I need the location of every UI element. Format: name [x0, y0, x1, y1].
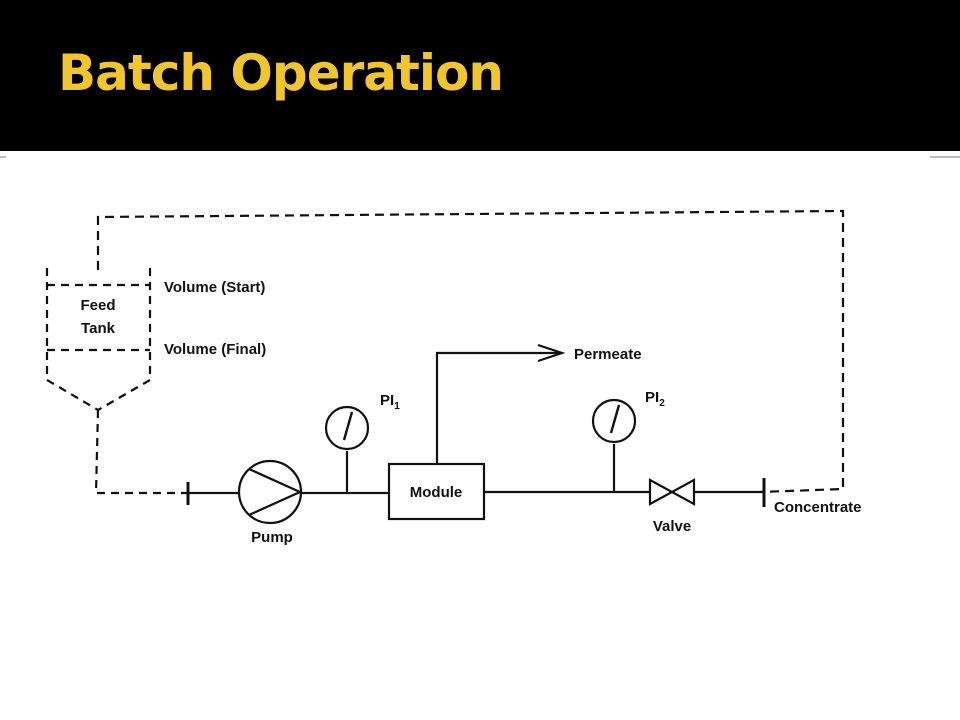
- feed-tank-label: Feed: [80, 297, 115, 314]
- pi2-label: PI2: [645, 389, 665, 409]
- volume-start-label: Volume (Start): [164, 279, 265, 296]
- arrow-icon: [537, 343, 566, 363]
- volume-final-label: Volume (Final): [164, 341, 266, 358]
- valve-icon: [648, 478, 696, 506]
- divider-right: [930, 156, 960, 158]
- pump-icon: [237, 459, 303, 525]
- recycle-line: [96, 209, 845, 494]
- pi1-label: PI1: [380, 392, 400, 412]
- concentrate-label: Concentrate: [774, 499, 862, 516]
- permeate-line: [435, 351, 562, 464]
- feed-tank-label: Tank: [81, 320, 116, 337]
- pump-label: Pump: [251, 529, 293, 546]
- title-bar: Batch Operation: [0, 0, 960, 151]
- pressure-gauge-icon: [324, 405, 370, 493]
- module-label: Module: [410, 484, 463, 501]
- valve-label: Valve: [653, 518, 691, 535]
- permeate-label: Permeate: [574, 346, 642, 363]
- divider-left: [0, 156, 6, 158]
- feed-line: [94, 409, 188, 495]
- pressure-gauge-icon: [591, 398, 637, 492]
- feed-tank: [45, 268, 152, 411]
- slide-title: Batch Operation: [58, 44, 504, 102]
